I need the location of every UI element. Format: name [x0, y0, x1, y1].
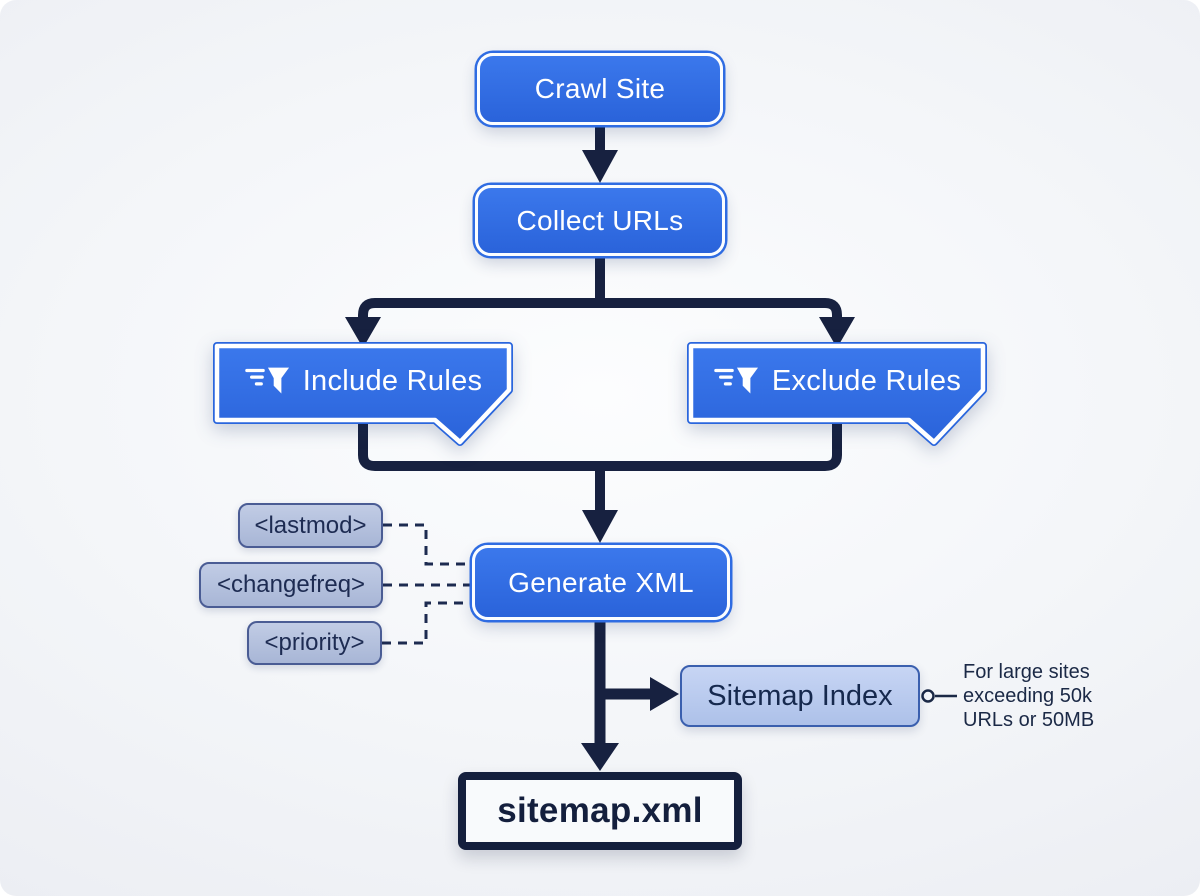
annotation-line: URLs or 50MB	[963, 709, 1095, 731]
arrowhead-index	[650, 677, 679, 711]
edge-collect-split	[358, 254, 842, 320]
arrowhead-generate	[582, 510, 618, 543]
node-crawl-site: Crawl Site	[477, 53, 723, 125]
edge-merge-to-generate	[358, 414, 842, 512]
annotation-line: For large sites	[963, 661, 1090, 683]
node-collect-urls: Collect URLs	[475, 185, 725, 256]
crawl-site-label: Crawl Site	[534, 73, 666, 104]
generate-xml-label: Generate XML	[508, 566, 694, 598]
sitemap-index-annotation: For large sites exceeding 50k URLs or 50…	[963, 660, 1133, 732]
collect-urls-label: Collect URLs	[516, 204, 684, 236]
node-priority-tag: <priority>	[247, 621, 382, 665]
sitemap-index-label: Sitemap Index	[707, 679, 893, 712]
exclude-rules-label: Exclude Rules	[771, 364, 962, 397]
node-sitemap-xml: sitemap.xml	[458, 772, 742, 850]
annotation-line: exceeding 50k	[963, 685, 1092, 707]
dashed-priority	[382, 601, 470, 645]
arrowhead-include	[345, 317, 381, 348]
dashed-lastmod	[383, 523, 470, 566]
include-rules-label: Include Rules	[302, 364, 483, 397]
node-lastmod-tag: <lastmod>	[238, 503, 383, 548]
filter-icon	[714, 367, 758, 394]
node-exclude-rules: Exclude Rules	[687, 342, 987, 450]
callout-connector	[921, 689, 957, 703]
arrowhead-exclude	[819, 317, 855, 348]
exclude-banner-shape	[687, 342, 987, 446]
arrowhead-collect	[582, 150, 618, 183]
node-changefreq-tag: <changefreq>	[199, 562, 383, 608]
changefreq-label: <changefreq>	[216, 571, 366, 598]
lastmod-label: <lastmod>	[254, 511, 367, 539]
sitemap-xml-label: sitemap.xml	[497, 791, 703, 830]
node-include-rules: Include Rules	[213, 342, 513, 450]
arrowhead-output	[581, 743, 619, 771]
filter-icon	[244, 367, 289, 394]
include-banner-shape	[213, 342, 513, 446]
node-sitemap-index: Sitemap Index	[680, 665, 920, 727]
callout-dot	[921, 689, 935, 703]
node-generate-xml: Generate XML	[472, 545, 730, 620]
priority-label: <priority>	[264, 629, 365, 656]
